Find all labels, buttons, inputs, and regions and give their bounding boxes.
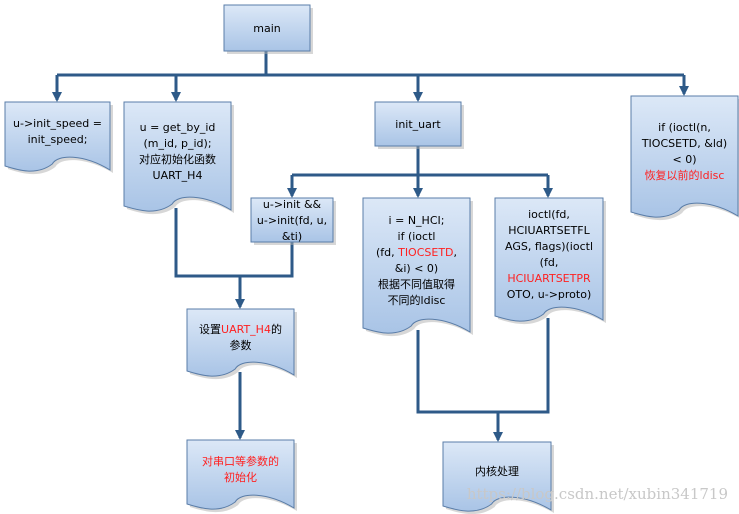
node-shape — [4, 101, 111, 172]
node-label-line: (fd, TIOCSETD, — [376, 246, 457, 259]
node-shape — [123, 101, 232, 212]
node-label-line: ioctl(fd, — [528, 208, 570, 221]
node-n-hci: i = N_HCI;if (ioctl (fd, TIOCSETD, &i) < 0… — [362, 197, 473, 337]
node-label-line: u = get_by_id — [140, 121, 216, 134]
node-label-line: u->init && — [263, 198, 322, 211]
node-shape — [250, 197, 334, 243]
connector-n-hci-down — [416, 330, 498, 414]
node-label-line: UART_H4 — [153, 169, 203, 182]
connector-ioctl-proto-down — [498, 318, 550, 414]
node-label-line: 初始化 — [224, 470, 257, 484]
node-label-line: 不同的ldisc — [388, 293, 446, 307]
nodes: main u->init_speed = init_speed; u = get_… — [4, 4, 739, 514]
node-label-line: HCIUARTSETFL — [508, 224, 590, 237]
node-label-line: HCIUARTSETPR — [507, 272, 591, 285]
node-shape — [494, 197, 604, 322]
watermark: https://blog.csdn.net/xubin341719 — [467, 485, 728, 503]
node-shape — [362, 197, 471, 334]
node-shape — [442, 441, 552, 512]
node-label-line: main — [253, 22, 281, 35]
node-label-line: 内核处理 — [475, 464, 519, 478]
node-label-line: 参数 — [230, 338, 252, 352]
node-label-line: u->init(fd, u, — [257, 214, 327, 227]
node-init-speed: u->init_speed = init_speed; — [4, 101, 113, 175]
node-ioctl-ldisc: if (ioctl(n, TIOCSETD, &ld) < 0) 恢复以前的ldisc — [630, 95, 739, 220]
node-label-line: AGS, flags)(ioctl — [505, 240, 593, 253]
node-label-line: 对应初始化函数 — [139, 152, 216, 166]
node-label-line: if (ioctl — [398, 230, 436, 243]
node-label-line: init_speed; — [28, 133, 88, 146]
node-main: main — [223, 4, 313, 54]
node-kernel: 内核处理 — [442, 441, 554, 514]
connector-u-init-down — [240, 242, 294, 278]
node-label-line: i = N_HCI; — [389, 214, 445, 227]
node-label-line: OTO, u->proto) — [507, 288, 592, 301]
node-label-line: &i) < 0) — [395, 262, 438, 275]
node-shape — [630, 95, 739, 218]
node-label-line: (fd, — [540, 256, 559, 269]
node-label-line: 恢复以前的ldisc — [645, 168, 725, 182]
node-label-line: 根据不同值取得 — [378, 277, 455, 291]
node-label-line: &ti) — [282, 230, 302, 243]
node-label-line: init_uart — [395, 118, 441, 131]
node-label-line: u->init_speed = — [13, 117, 102, 130]
node-get-by-id: u = get_by_id (m_id, p_id); 对应初始化函数 UART_H4 — [123, 101, 234, 215]
node-label-line: if (ioctl(n, — [658, 121, 711, 134]
connector-get-by-id-down — [174, 208, 240, 278]
node-label-line: 对串口等参数的 — [202, 454, 279, 468]
node-label-line: < 0) — [672, 153, 696, 166]
node-label-line: (m_id, p_id); — [143, 137, 211, 150]
node-label-line: TIOCSETD, &ld) — [641, 137, 727, 150]
node-shape — [186, 439, 295, 510]
node-label-line: 设置UART_H4的 — [199, 322, 282, 336]
node-init-uart: init_uart — [374, 101, 464, 149]
node-shape — [374, 101, 462, 147]
node-shape — [186, 308, 295, 377]
connectors — [52, 50, 689, 442]
node-shape — [223, 4, 311, 52]
node-ioctl-proto: ioctl(fd, HCIUARTSETFL AGS, flags)(ioctl (f… — [494, 197, 606, 325]
node-u-init: u->init && u->init(fd, u, &ti) — [250, 197, 336, 245]
